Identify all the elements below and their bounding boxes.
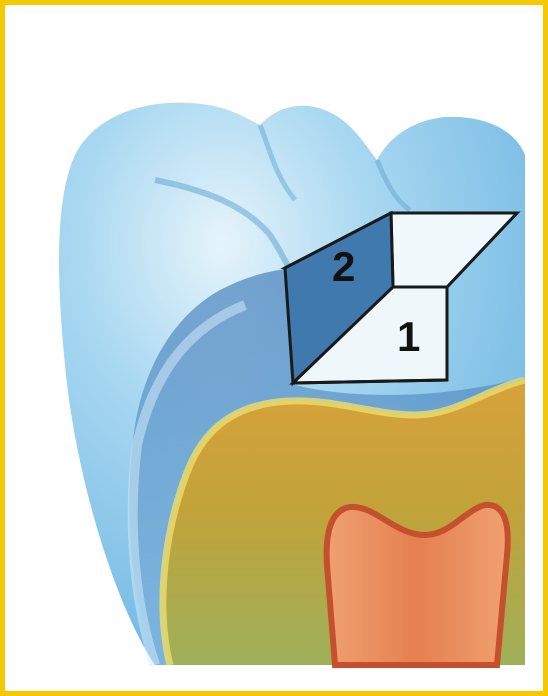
label-two: 2	[332, 243, 355, 290]
label-one: 1	[397, 313, 420, 360]
tooth-illustration: 2 1	[5, 5, 543, 691]
